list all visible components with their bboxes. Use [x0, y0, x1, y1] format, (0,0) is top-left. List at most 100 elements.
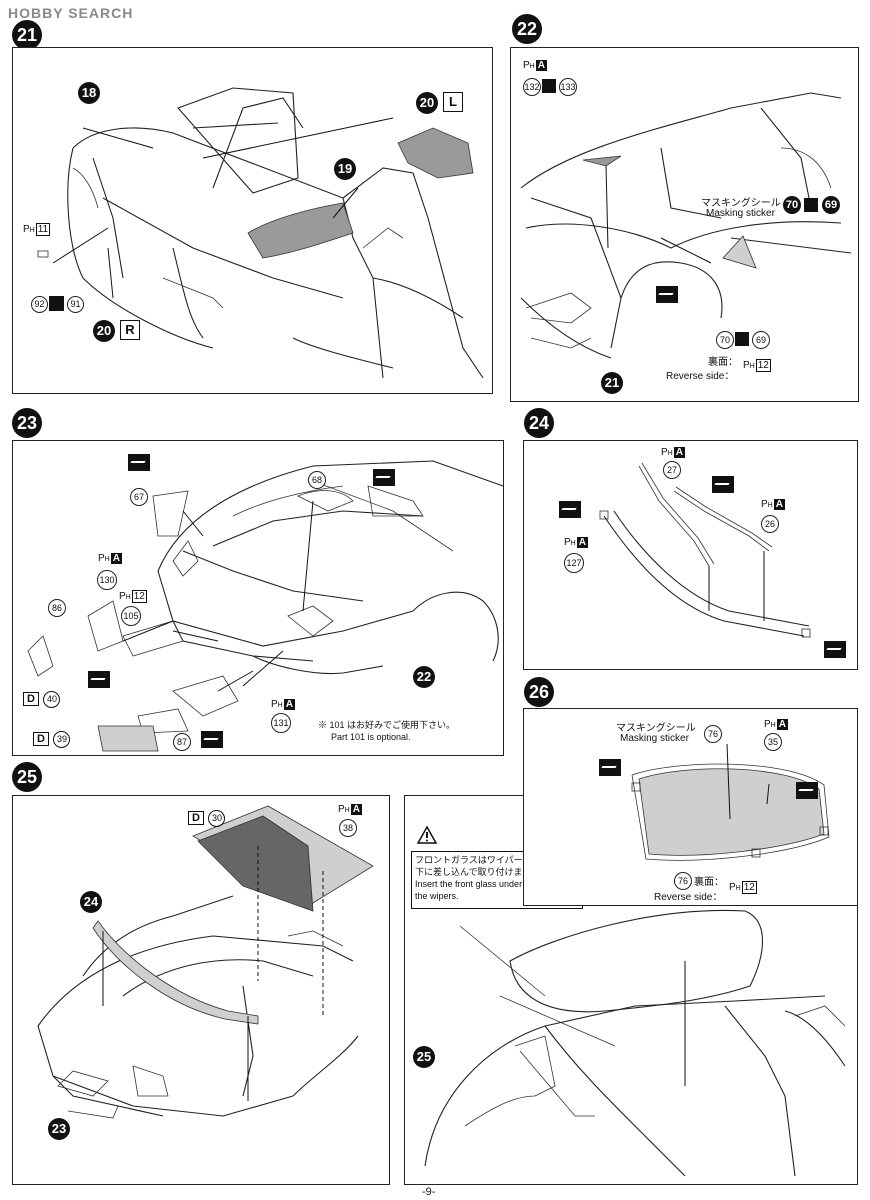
part-69-callout: 69: [822, 196, 840, 214]
part-24-callout: 24: [80, 891, 102, 913]
step-25-number: 25: [12, 762, 42, 792]
masking-sticker-en: Masking sticker: [706, 208, 775, 219]
decal-d-label: D: [188, 811, 204, 825]
step-24-number: 24: [524, 408, 554, 438]
ph-prefix: P: [523, 60, 530, 71]
step-21-drawing: [37, 87, 484, 379]
ph-prefix: P: [761, 499, 768, 510]
ph-sub: H: [277, 702, 283, 709]
part-38-callout: 38: [339, 819, 357, 837]
chrome-plating-icon: [656, 286, 678, 303]
ph-sub: H: [344, 807, 350, 814]
ph-sub: H: [767, 502, 773, 509]
part-87-callout: 87: [173, 733, 191, 751]
ph-prefix: P: [564, 537, 571, 548]
step-22-drawing: [520, 92, 852, 359]
right-marker: R: [120, 320, 140, 340]
switch-icon: [804, 198, 818, 212]
part-68-callout: 68: [308, 471, 326, 489]
optional-note-jp: ※ 101 はお好みでご使用下さい。: [318, 720, 456, 730]
ph-prefix: P: [119, 591, 126, 602]
part-130-callout: 130: [97, 570, 117, 590]
step-23-drawing: [27, 460, 504, 752]
decal-d-label: D: [33, 732, 49, 746]
ph-sub: H: [570, 540, 576, 547]
chrome-plating-icon: [559, 501, 581, 518]
part-18-callout: 18: [78, 82, 100, 104]
chrome-plating-icon: [201, 731, 223, 748]
chrome-plating-icon: [128, 454, 150, 471]
caution-text-en-1: Insert the front glass under: [415, 879, 523, 889]
ph-sub: H: [125, 594, 131, 601]
masking-sticker-en-26: Masking sticker: [620, 733, 689, 744]
ph-color-11: 11: [35, 223, 51, 236]
ph-color-12: 12: [131, 590, 147, 603]
chrome-plating-icon: [599, 759, 621, 776]
part-70-callout-b: 70: [716, 331, 734, 349]
decal-d-label: D: [23, 692, 39, 706]
decal-40-number: 40: [43, 691, 61, 708]
part-76-callout: 76: [704, 725, 722, 743]
ph-prefix: P: [743, 360, 750, 371]
step-24-drawing: [599, 462, 811, 638]
step-23-number: 23: [12, 408, 42, 438]
step-26-number: 26: [524, 677, 554, 707]
step-26-panel: マスキングシール Masking sticker 76 PH A 35 76 裏面…: [523, 708, 858, 906]
part-131-callout: 131: [271, 713, 291, 733]
part-20-left-callout: 20: [416, 92, 438, 114]
step-22-number: 22: [512, 14, 542, 44]
part-133-callout: 133: [559, 78, 577, 96]
step-25-drawing: [37, 805, 374, 1119]
ph-prefix: P: [23, 224, 30, 235]
part-22-callout: 22: [413, 666, 435, 688]
chrome-plating-icon: [712, 476, 734, 493]
part-23-callout: 23: [48, 1118, 70, 1140]
ph-sub: H: [735, 885, 741, 892]
masking-sticker-jp: マスキングシール: [701, 198, 781, 209]
ph-color-12: 12: [741, 881, 757, 894]
ph-prefix: P: [729, 882, 736, 893]
ph-color-a: A: [776, 719, 788, 730]
switch-icon: [542, 79, 556, 93]
part-91-callout: 91: [67, 296, 84, 313]
part-127-callout: 127: [564, 553, 584, 573]
step-26-assembly-drawing: [424, 909, 846, 1177]
part-27-callout: 27: [663, 461, 681, 479]
chrome-plating-icon: [824, 641, 846, 658]
caution-text-en-2: the wipers.: [415, 891, 459, 901]
part-132-callout: 132: [523, 78, 541, 96]
part-92-callout: 92: [31, 296, 48, 313]
ph-color-a: A: [576, 537, 588, 548]
part-25-callout: 25: [413, 1046, 435, 1068]
ph-color-a: A: [673, 447, 685, 458]
ph-sub: H: [667, 450, 673, 457]
ph-color-a: A: [110, 553, 122, 564]
part-35-callout: 35: [764, 733, 782, 751]
reverse-side-en: Reverse side：: [666, 371, 735, 382]
ph-sub: H: [29, 227, 35, 234]
part-76-callout-b: 76: [674, 872, 692, 890]
decal-39-number: 39: [53, 731, 71, 748]
masking-sticker-jp-26: マスキングシール: [616, 723, 696, 734]
reverse-side-jp-26: 裏面：: [694, 877, 724, 888]
part-70-callout: 70: [783, 196, 801, 214]
ph-color-a: A: [283, 699, 295, 710]
ph-prefix: P: [338, 804, 345, 815]
chrome-plating-icon: [373, 469, 395, 486]
part-19-callout: 19: [334, 158, 356, 180]
part-86-callout: 86: [48, 599, 66, 617]
decal-30-number: 30: [208, 810, 226, 827]
ph-color-12: 12: [755, 359, 771, 372]
ph-prefix: P: [98, 553, 105, 564]
caution-text-jp-2: 下に差し込んで取り付けます。: [415, 867, 540, 877]
reverse-side-en-26: Reverse side：: [654, 892, 723, 903]
